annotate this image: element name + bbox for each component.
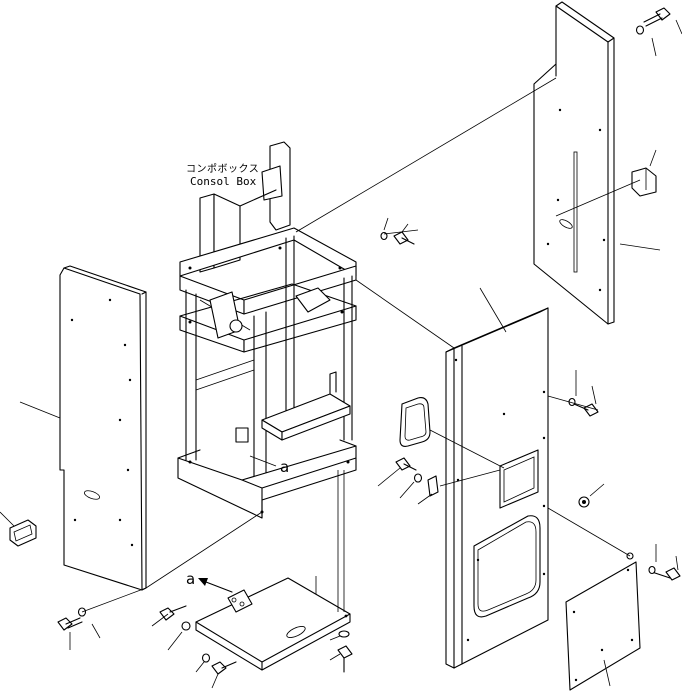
- rear-upper-panel: [533, 1, 661, 325]
- bottom-bolts: [151, 605, 353, 689]
- console-box-label: コンポボックス Consol Box: [186, 163, 259, 188]
- bolts-cover: [626, 544, 681, 581]
- view-a-label-frame: a: [280, 458, 289, 476]
- assembly-lines: [81, 77, 641, 613]
- view-a-arrow: a: [186, 570, 233, 593]
- bolt-center-top: [380, 217, 415, 245]
- console-box-frame: [177, 141, 357, 519]
- bolt-lower-left: [57, 607, 101, 650]
- view-a-label-arrow: a: [186, 570, 195, 588]
- bolt-top-right: [635, 7, 682, 57]
- seal-ring: [399, 397, 431, 447]
- right-side-door-panel: [445, 287, 549, 669]
- console-box-label-jp: コンポボックス: [186, 163, 259, 175]
- right-grip-handle: [631, 149, 657, 197]
- left-side-panel: [19, 265, 147, 591]
- door-knob: [578, 483, 605, 508]
- bottom-cover-plate: [195, 576, 351, 671]
- console-box-label-en: Consol Box: [190, 175, 257, 188]
- door-bolts-left: [377, 457, 439, 505]
- left-grip-handle: [0, 511, 37, 547]
- view-a-marker-frame: a: [249, 455, 289, 476]
- inspection-cover: [565, 561, 641, 691]
